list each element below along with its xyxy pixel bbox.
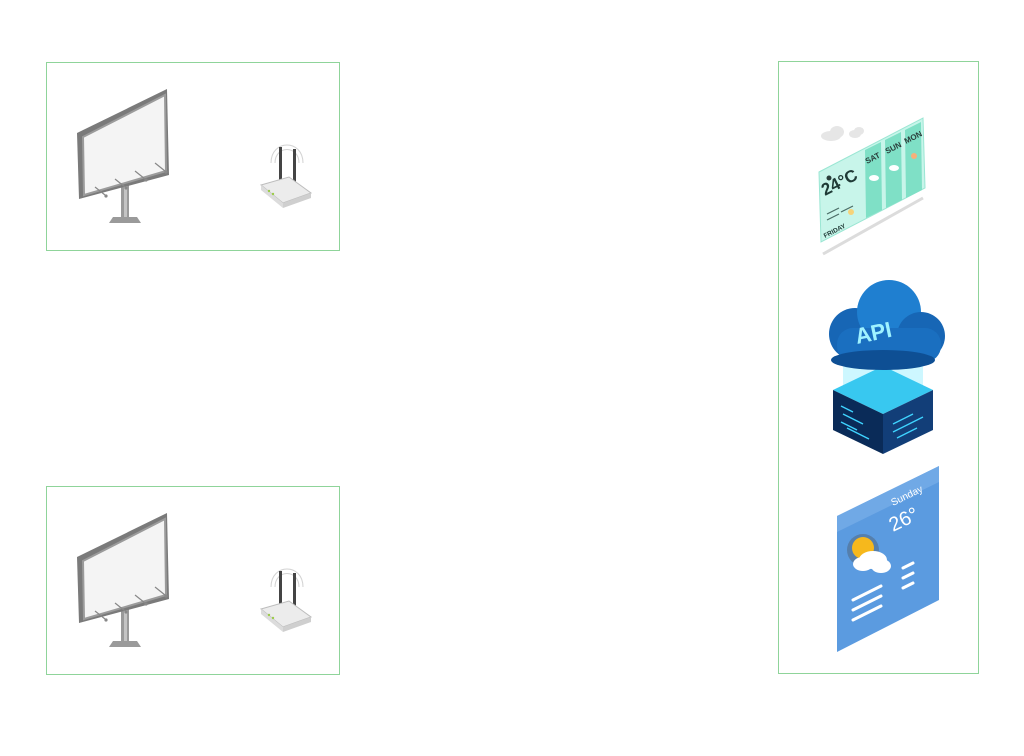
billboard-icon bbox=[77, 89, 169, 223]
cloud-icon bbox=[853, 551, 891, 573]
wifi-router-icon bbox=[259, 144, 313, 208]
panel-billboard-router-top bbox=[46, 62, 340, 251]
weather-display-icon: SAT SUN MON 24°C FRIDAY bbox=[818, 117, 926, 256]
weather-card-icon: Sunday 26° bbox=[837, 466, 939, 652]
panel-billboard-router-bottom bbox=[46, 486, 340, 675]
billboard-icon bbox=[77, 513, 169, 647]
api-cloud-icon: API bbox=[829, 280, 945, 454]
wifi-router-icon bbox=[259, 568, 313, 632]
panel-weather-api: SAT SUN MON 24°C FRIDAY bbox=[778, 61, 979, 674]
